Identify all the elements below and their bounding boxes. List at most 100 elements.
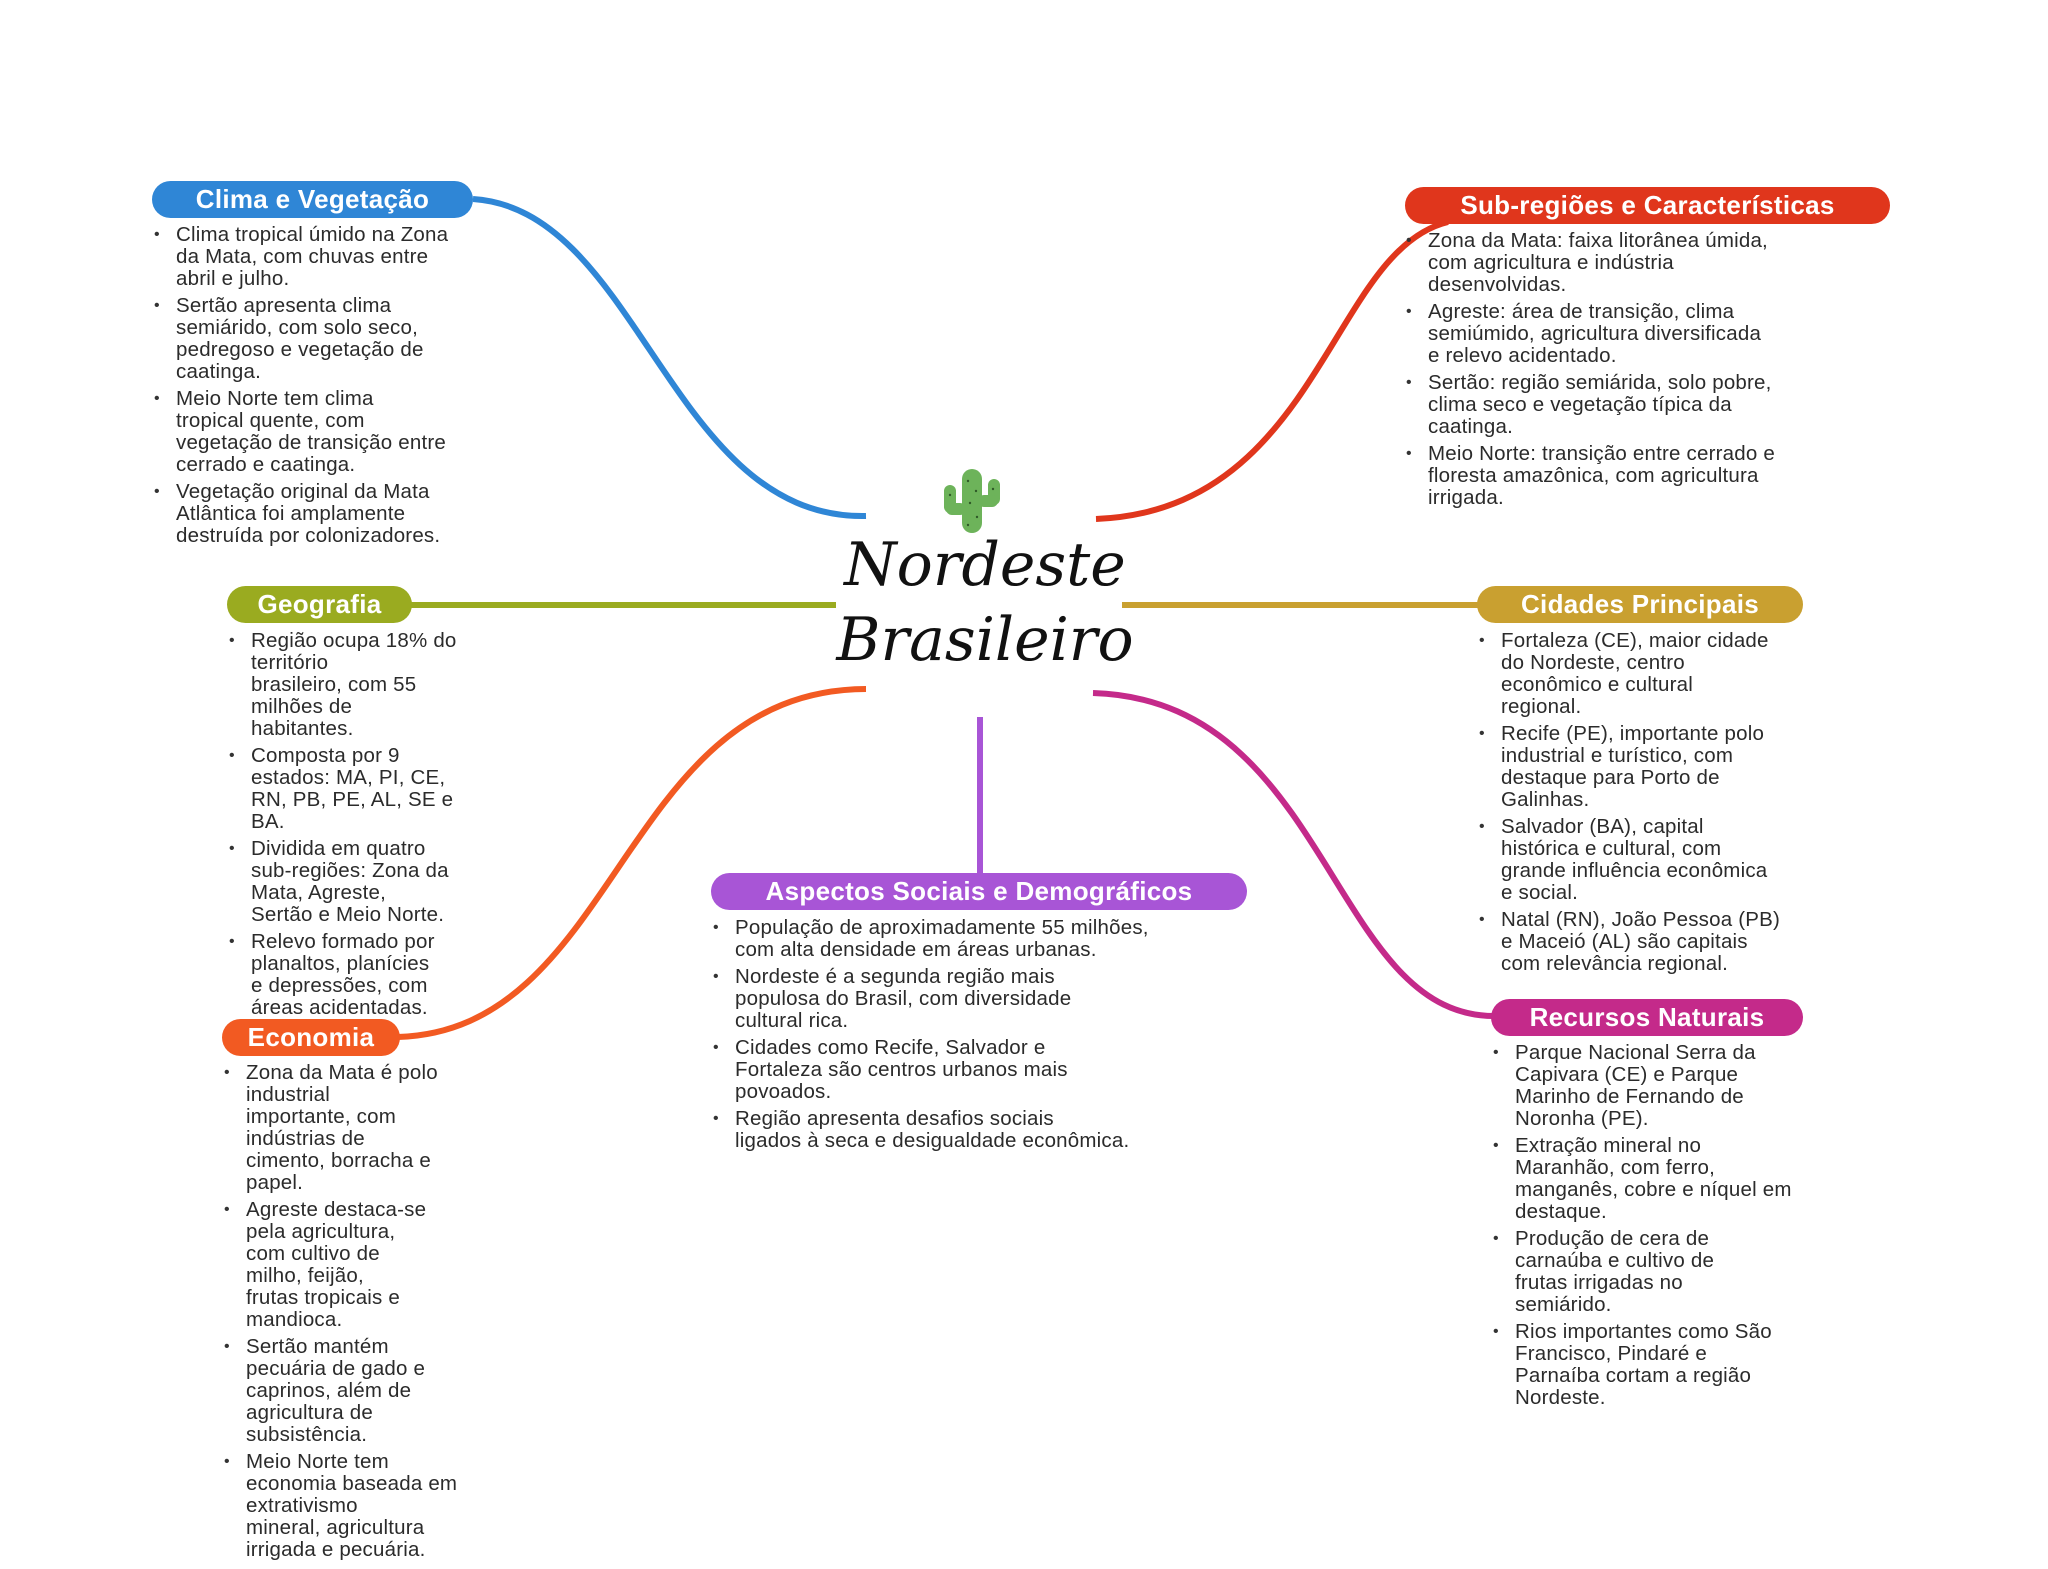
bullet-line: Parque Nacional Serra da xyxy=(1515,1041,1756,1064)
bullet-item: Nordeste é a segunda região maispopulosa… xyxy=(711,966,1149,1032)
bullet-line: e social. xyxy=(1501,881,1579,904)
bullet-line: milhões de xyxy=(251,695,353,718)
bullet-line: floresta amazônica, com agricultura xyxy=(1428,464,1759,487)
bullet-line: grande influência econômica xyxy=(1501,859,1768,882)
bullet-line: Vegetação original da Mata xyxy=(176,480,430,503)
topic-clima-vegetacao[interactable]: Clima e Vegetação xyxy=(152,181,473,218)
bullet-line: Fortaleza (CE), maior cidade xyxy=(1501,629,1769,652)
bullet-line: milho, feijão, xyxy=(246,1264,364,1287)
bullet-line: Sertão e Meio Norte. xyxy=(251,903,445,926)
link-economia xyxy=(397,686,867,1040)
bullet-line: papel. xyxy=(246,1171,304,1194)
bullet-line: Recife (PE), importante polo xyxy=(1501,722,1765,745)
bullet-line: e Maceió (AL) são capitais xyxy=(1501,930,1748,953)
bullet-line: agricultura de xyxy=(246,1401,374,1424)
bullet-line: irrigada e pecuária. xyxy=(246,1538,426,1561)
bullet-line: tropical quente, com xyxy=(176,409,365,432)
bullet-line: Agreste: área de transição, clima xyxy=(1428,300,1735,323)
bullet-line: Produção de cera de xyxy=(1515,1227,1710,1250)
bullet-line: Parnaíba cortam a região xyxy=(1515,1364,1752,1387)
bullet-line: sub-regiões: Zona da xyxy=(251,859,449,882)
bullet-line: frutas tropicais e xyxy=(246,1286,400,1309)
bullet-line: industrial xyxy=(246,1083,331,1106)
topic-recursos-naturais[interactable]: Recursos Naturais xyxy=(1491,999,1803,1036)
bullet-line: Sertão: região semiárida, solo pobre, xyxy=(1428,371,1772,394)
bullet-line: Mata, Agreste, xyxy=(251,881,386,904)
topic-cidades-principais[interactable]: Cidades Principais xyxy=(1477,586,1803,623)
bullet-line: Clima tropical úmido na Zona xyxy=(176,223,449,246)
bullet-line: habitantes. xyxy=(251,717,354,740)
bullet-line: com relevância regional. xyxy=(1501,952,1728,975)
bullet-line: Extração mineral no xyxy=(1515,1134,1702,1157)
bullet-line: cerrado e caatinga. xyxy=(176,453,356,476)
bullet-line: População de aproximadamente 55 milhões, xyxy=(735,916,1149,939)
bullet-line: planaltos, planícies xyxy=(251,952,430,975)
bullet-line: Região ocupa 18% do xyxy=(251,629,457,652)
bullet-line: ligados à seca e desigualdade econômica. xyxy=(735,1129,1130,1152)
economia-bullets: Zona da Mata é poloindustrialimportante,… xyxy=(222,1062,457,1566)
sociais-bullets: População de aproximadamente 55 milhões,… xyxy=(711,917,1149,1157)
topic-aspectos-sociais[interactable]: Aspectos Sociais e Demográficos xyxy=(711,873,1247,910)
bullet-line: destaque para Porto de xyxy=(1501,766,1720,789)
geografia-bullets: Região ocupa 18% doterritóriobrasileiro,… xyxy=(227,630,457,1024)
bullet-line: Dividida em quatro xyxy=(251,837,426,860)
bullet-line: subsistência. xyxy=(246,1423,368,1446)
bullet-item: Natal (RN), João Pessoa (PB)e Maceió (AL… xyxy=(1477,909,1780,975)
bullet-line: indústrias de xyxy=(246,1127,365,1150)
bullet-line: pela agricultura, xyxy=(246,1220,396,1243)
central-title-line1: Nordeste xyxy=(844,530,1126,600)
bullet-line: clima seco e vegetação típica da xyxy=(1428,393,1732,416)
bullet-line: Noronha (PE). xyxy=(1515,1107,1649,1130)
bullet-line: pecuária de gado e xyxy=(246,1357,426,1380)
bullet-line: destaque. xyxy=(1515,1200,1607,1223)
bullet-line: Região apresenta desafios sociais xyxy=(735,1107,1054,1130)
bullet-line: vegetação de transição entre xyxy=(176,431,446,454)
link-sub xyxy=(1095,219,1449,522)
bullet-line: áreas acidentadas. xyxy=(251,996,428,1019)
bullet-line: da Mata, com chuvas entre xyxy=(176,245,429,268)
bullet-line: Nordeste. xyxy=(1515,1386,1606,1409)
bullet-line: semiárido. xyxy=(1515,1293,1612,1316)
topic-sub-regioes[interactable]: Sub-regiões e Características xyxy=(1405,187,1890,224)
bullet-line: Atlântica foi amplamente xyxy=(176,502,406,525)
link-recursos xyxy=(1092,690,1495,1019)
bullet-line: abril e julho. xyxy=(176,267,290,290)
bullet-line: Zona da Mata é polo xyxy=(246,1061,438,1084)
bullet-line: e relevo acidentado. xyxy=(1428,344,1617,367)
bullet-line: Salvador (BA), capital xyxy=(1501,815,1704,838)
bullet-item: Região apresenta desafios sociaisligados… xyxy=(711,1108,1149,1152)
bullet-line: Galinhas. xyxy=(1501,788,1590,811)
bullet-item: Zona da Mata é poloindustrialimportante,… xyxy=(222,1062,457,1194)
bullet-line: pedregoso e vegetação de xyxy=(176,338,424,361)
bullet-line: Capivara (CE) e Parque xyxy=(1515,1063,1739,1086)
bullet-item: Sertão: região semiárida, solo pobre,cli… xyxy=(1404,372,1775,438)
bullet-line: Francisco, Pindaré e xyxy=(1515,1342,1708,1365)
topic-economia[interactable]: Economia xyxy=(222,1019,400,1056)
bullet-line: industrial e turístico, com xyxy=(1501,744,1734,767)
bullet-item: População de aproximadamente 55 milhões,… xyxy=(711,917,1149,961)
bullet-item: Cidades como Recife, Salvador eFortaleza… xyxy=(711,1037,1149,1103)
bullet-line: regional. xyxy=(1501,695,1582,718)
topic-geografia[interactable]: Geografia xyxy=(227,586,412,623)
bullet-line: território xyxy=(251,651,329,674)
bullet-line: Relevo formado por xyxy=(251,930,435,953)
bullet-line: economia baseada em xyxy=(246,1472,458,1495)
bullet-line: Zona da Mata: faixa litorânea úmida, xyxy=(1428,229,1768,252)
bullet-line: semiárido, com solo seco, xyxy=(176,316,418,339)
bullet-line: Sertão apresenta clima xyxy=(176,294,392,317)
bullet-line: caatinga. xyxy=(1428,415,1514,438)
bullet-line: Agreste destaca-se xyxy=(246,1198,427,1221)
bullet-line: desenvolvidas. xyxy=(1428,273,1567,296)
bullet-line: econômico e cultural xyxy=(1501,673,1694,696)
